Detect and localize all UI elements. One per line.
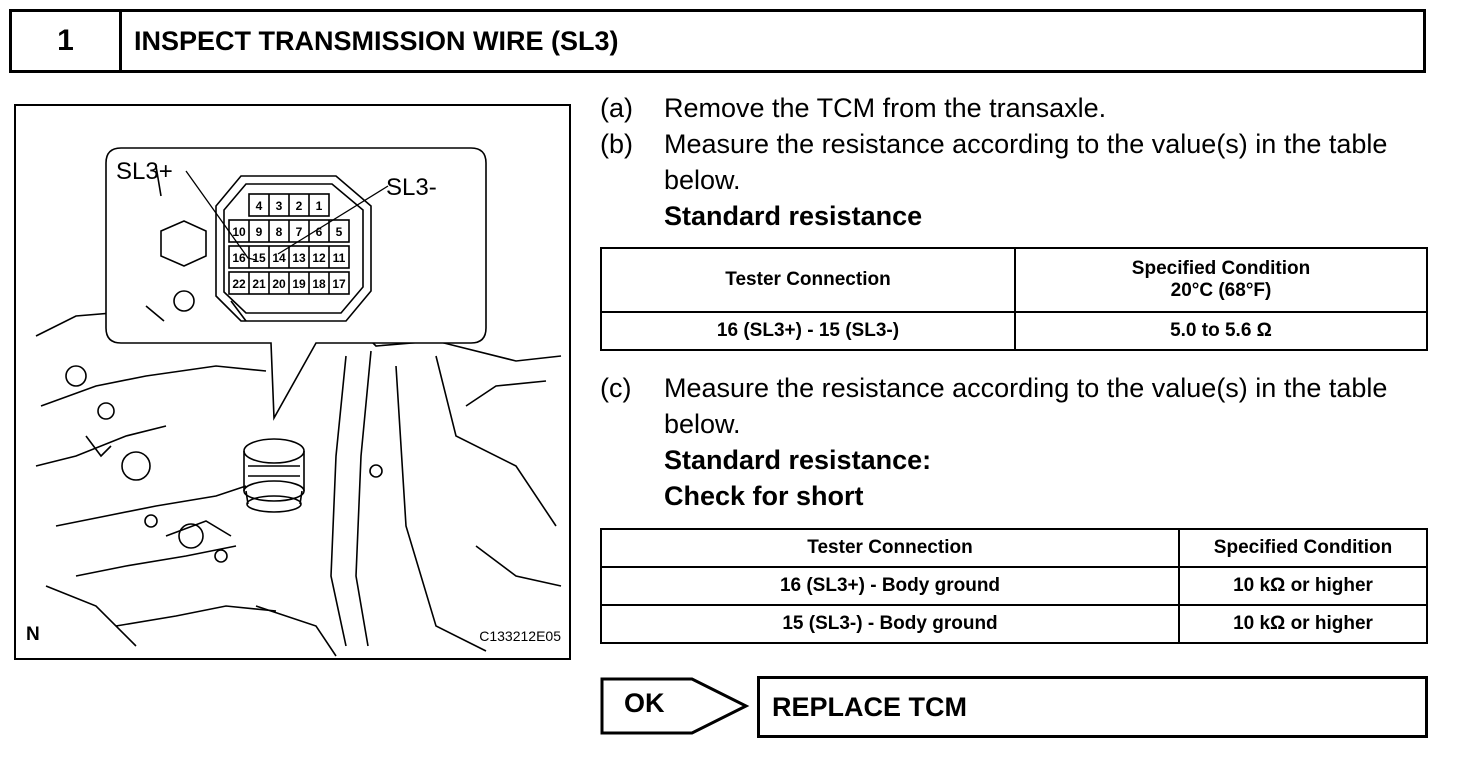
pin-label: 11	[333, 251, 346, 265]
pin-label: 14	[272, 251, 286, 265]
pin-label: 8	[276, 225, 283, 239]
table-header: Specified Condition	[1178, 528, 1428, 568]
ok-label: OK	[624, 688, 665, 718]
pin-label: 19	[292, 277, 306, 291]
table-cell: 10 kΩ or higher	[1178, 604, 1428, 644]
table-cell: 16 (SL3+) - Body ground	[600, 566, 1180, 606]
steps-ab: (a) Remove the TCM from the transaxle. (…	[600, 90, 1428, 234]
table-cell: 16 (SL3+) - 15 (SL3-)	[600, 311, 1016, 351]
arrow-shape	[600, 677, 750, 735]
connector-illustration: 4 3 2 1 10 9 8 7 6 5 16 15 14 13 12 11 2…	[14, 104, 571, 660]
orientation-label: N	[26, 624, 40, 645]
table-row: 16 (SL3+) - Body ground 10 kΩ or higher	[600, 566, 1428, 606]
pin-label: 9	[256, 225, 263, 239]
step-a: (a) Remove the TCM from the transaxle.	[600, 90, 1428, 126]
table-row: 15 (SL3-) - Body ground 10 kΩ or higher	[600, 604, 1428, 644]
step-text: Measure the resistance according to the …	[664, 129, 1388, 195]
pin-label: 6	[316, 225, 323, 239]
sl3-plus-label: SL3+	[116, 158, 173, 185]
resistance-table-2: Tester Connection Specified Condition 16…	[600, 528, 1428, 644]
table-header: Specified Condition 20°C (68°F)	[1014, 247, 1428, 313]
table-cell: 5.0 to 5.6 Ω	[1014, 311, 1428, 351]
table-header-line: Specified Condition	[1131, 258, 1311, 279]
pin-label: 18	[312, 277, 326, 291]
standard-resistance-heading: Standard resistance	[664, 201, 923, 231]
sl3-minus-label: SL3-	[386, 174, 437, 201]
pin-label: 22	[232, 277, 246, 291]
steps-c: (c) Measure the resistance according to …	[600, 370, 1428, 514]
table-cell: 10 kΩ or higher	[1178, 566, 1428, 606]
step-c: (c) Measure the resistance according to …	[600, 370, 1428, 442]
pin-label: 3	[276, 199, 283, 213]
pin-label: 16	[232, 251, 246, 265]
transaxle-drawing: 4 3 2 1 10 9 8 7 6 5 16 15 14 13 12 11 2…	[35, 147, 562, 657]
pin-label: 5	[336, 225, 343, 239]
pin-label: 17	[332, 277, 346, 291]
pin-label: 12	[312, 251, 326, 265]
pin-label: 7	[296, 225, 303, 239]
pin-label: 1	[316, 199, 323, 213]
result-action: REPLACE TCM	[757, 676, 1428, 738]
check-for-short-heading: Check for short	[664, 481, 864, 511]
table-row: 16 (SL3+) - 15 (SL3-) 5.0 to 5.6 Ω	[600, 311, 1428, 351]
step-header: 1 INSPECT TRANSMISSION WIRE (SL3)	[9, 9, 1426, 73]
pin-label: 13	[292, 251, 306, 265]
step-text: Measure the resistance according to the …	[664, 373, 1388, 439]
step-letter: (a)	[600, 93, 633, 123]
standard-resistance-heading: Standard resistance:	[664, 445, 932, 475]
step-letter: (b)	[600, 129, 633, 159]
pin-label: 15	[252, 251, 266, 265]
pin-label: 21	[252, 277, 266, 291]
illustration-code: C133212E05	[479, 628, 561, 644]
table-cell: 15 (SL3-) - Body ground	[600, 604, 1180, 644]
step-b: (b) Measure the resistance according to …	[600, 126, 1428, 198]
ok-arrow: OK	[600, 676, 750, 736]
step-text: Remove the TCM from the transaxle.	[664, 93, 1107, 123]
table-header: Tester Connection	[600, 247, 1016, 313]
step-letter: (c)	[600, 373, 632, 403]
pin-label: 10	[232, 225, 246, 239]
table-header: Tester Connection	[600, 528, 1180, 568]
resistance-table-1: Tester Connection Specified Condition 20…	[600, 247, 1428, 351]
pin-label: 20	[272, 277, 286, 291]
step-number: 1	[12, 12, 122, 70]
pin-label: 2	[296, 199, 303, 213]
step-title: INSPECT TRANSMISSION WIRE (SL3)	[134, 25, 619, 56]
pin-label: 4	[256, 199, 263, 213]
table-header-line: 20°C (68°F)	[1170, 280, 1272, 301]
